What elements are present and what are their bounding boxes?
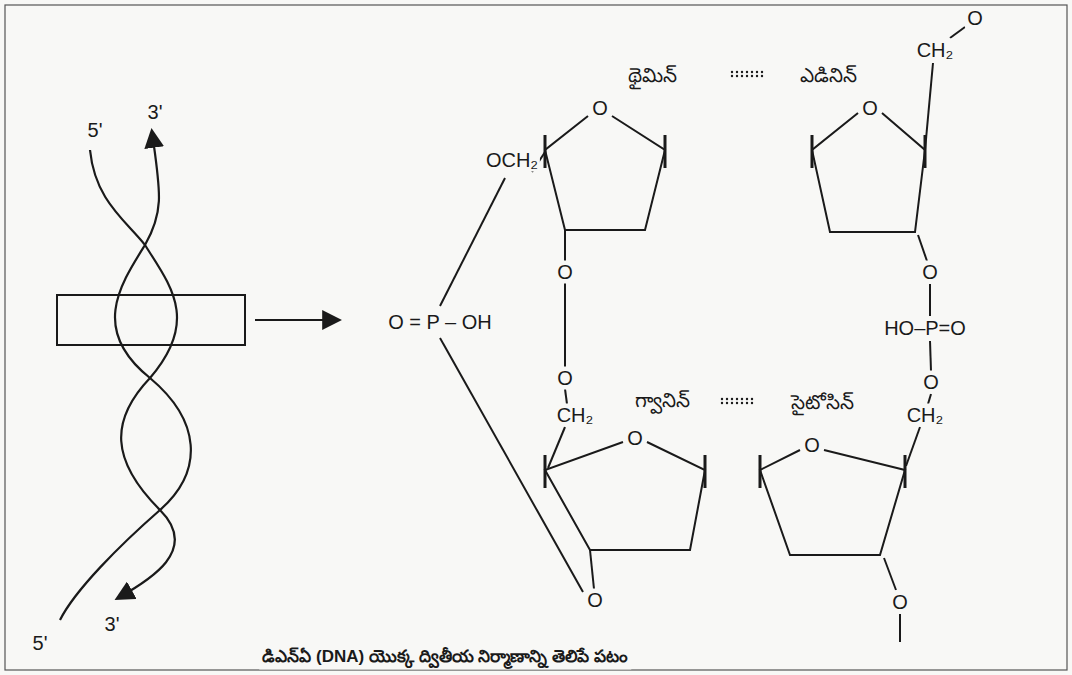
frame	[5, 5, 1067, 670]
strand-end: 3'	[146, 101, 165, 124]
bond-dot	[731, 402, 733, 404]
bond-dot	[731, 75, 733, 77]
hydrogen-bonds	[721, 71, 763, 404]
bond-dot	[741, 71, 743, 73]
base-name: ఎడినిన్	[798, 64, 859, 87]
bond-dot	[746, 71, 748, 73]
bond-dot	[761, 75, 763, 77]
bond-dot	[721, 402, 723, 404]
atom-label: O	[585, 589, 605, 612]
zoom-arrow	[255, 319, 338, 321]
atom-label: O	[860, 97, 880, 120]
atom-label: O	[802, 434, 822, 457]
bond-dot	[751, 75, 753, 77]
atom-label: O	[890, 591, 910, 614]
strand-end: 3'	[103, 613, 122, 636]
bond-dot	[726, 402, 728, 404]
phosphate-formula: HO–P=O	[882, 317, 968, 340]
phosphate-formula: O = P – OH	[386, 311, 494, 334]
bond-dot	[741, 398, 743, 400]
bond-dot	[736, 71, 738, 73]
bond-dot	[751, 71, 753, 73]
group-formula: CH₂	[915, 39, 956, 62]
bond-dot	[726, 398, 728, 400]
group-formula: CH₂	[555, 404, 596, 427]
bond-dot	[741, 402, 743, 404]
double-helix	[60, 132, 191, 620]
group-formula: OCH₂	[484, 149, 540, 172]
atom-label: O	[920, 261, 940, 284]
bond-dot	[736, 402, 738, 404]
atom-label: O	[965, 7, 985, 30]
bond-dot	[721, 398, 723, 400]
bond-dot	[731, 71, 733, 73]
bond-dot	[731, 398, 733, 400]
bond-dot	[746, 75, 748, 77]
atom-label: O	[625, 427, 645, 450]
bond-dot	[751, 402, 753, 404]
bond-dot	[741, 75, 743, 77]
base-name: గ్వానిన్	[633, 389, 692, 412]
bond-dot	[751, 398, 753, 400]
bond-dot	[746, 402, 748, 404]
figure-caption: డిఎన్ఏ (DNA) యొక్క ద్వితీయ నిర్మాణాన్ని …	[259, 647, 631, 670]
atom-label: O	[555, 367, 575, 390]
bond-dot	[746, 398, 748, 400]
base-name: సైటోసిన్	[789, 391, 856, 414]
strand-end: 5'	[31, 632, 50, 655]
atom-label: O	[555, 261, 575, 284]
bond-dot	[756, 71, 758, 73]
group-formula: CH₂	[905, 404, 946, 427]
atom-label: O	[921, 371, 941, 394]
bond-dot	[736, 75, 738, 77]
zoom-box	[57, 295, 245, 345]
bond-dot	[761, 71, 763, 73]
atom-label: O	[590, 97, 610, 120]
bond-dot	[756, 75, 758, 77]
strand-end: 5'	[86, 119, 105, 142]
base-name: థైమిన్	[626, 64, 679, 87]
bond-dot	[736, 398, 738, 400]
